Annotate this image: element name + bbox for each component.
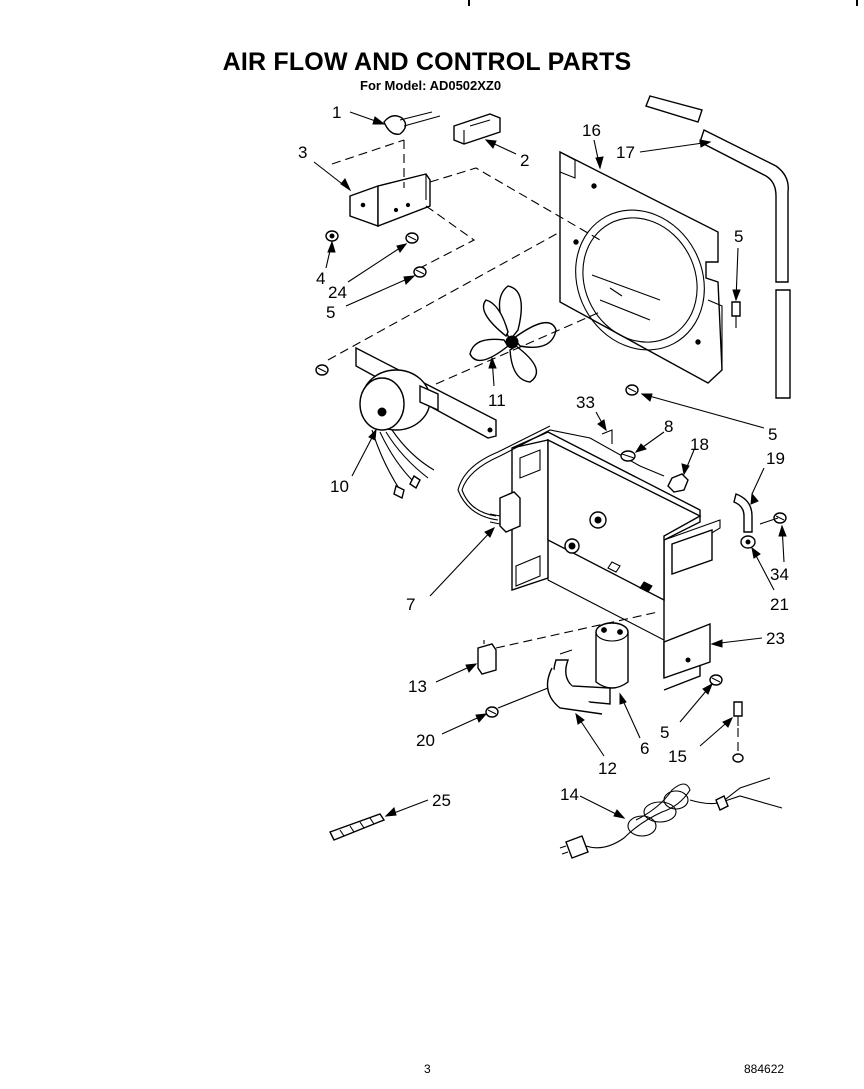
part-8-screw	[620, 450, 636, 462]
part-20-screw	[485, 706, 499, 718]
part-5-screw-a	[413, 266, 427, 278]
part-25-wire-tie	[329, 813, 386, 841]
dashed-guide-to-shroud	[429, 167, 601, 241]
callout-2: 2	[520, 151, 529, 170]
part-5-screw-motor	[315, 364, 329, 376]
part-24-screw	[405, 232, 419, 244]
part-5-screw-shroud	[625, 384, 639, 396]
part-12-capacitor-strap	[546, 649, 611, 715]
callout-16: 16	[582, 121, 601, 140]
part-4-screw	[325, 230, 339, 242]
dashed-guide-bracket-top	[331, 139, 405, 188]
callout-5-d: 5	[660, 723, 669, 742]
callout-24: 24	[328, 283, 347, 302]
part-16-shroud-panel	[559, 150, 723, 384]
callout-12: 12	[598, 759, 617, 778]
callout-25: 25	[432, 791, 451, 810]
callout-5-b: 5	[734, 227, 743, 246]
part-20-guide	[497, 687, 549, 709]
part-10-fan-motor	[355, 346, 497, 500]
callout-6: 6	[640, 739, 649, 758]
callout-arrowheads	[327, 116, 787, 819]
part-7-switch-harness	[457, 425, 665, 533]
callout-7: 7	[406, 595, 415, 614]
part-6-capacitor	[595, 622, 629, 689]
base-control-box	[511, 431, 721, 691]
part-33-clip	[601, 429, 613, 444]
part-2-terminal-block	[453, 113, 501, 145]
part-34-screw	[759, 512, 787, 525]
callout-5-c: 5	[768, 425, 777, 444]
part-1-thermistor	[383, 111, 441, 135]
callout-15: 15	[668, 747, 687, 766]
callout-11: 11	[488, 391, 506, 410]
callout-5-a: 5	[326, 303, 335, 322]
part-18-nut	[667, 473, 689, 493]
part-15-ground-screw	[732, 701, 744, 763]
callout-13: 13	[408, 677, 427, 696]
part-13-fuse	[477, 640, 497, 675]
callout-34: 34	[770, 565, 789, 584]
callout-8: 8	[664, 417, 673, 436]
top-edge-mark-left	[468, 0, 470, 6]
dashed-guide-bracket-right	[419, 205, 476, 269]
callout-23: 23	[766, 629, 785, 648]
dashed-guide-fan-shaft	[435, 311, 601, 385]
part-5-screw-side	[731, 301, 741, 328]
callout-17: 17	[616, 143, 635, 162]
callout-33: 33	[576, 393, 595, 412]
page-title: AIR FLOW AND CONTROL PARTS	[0, 48, 864, 77]
page-number: 3	[424, 1062, 431, 1076]
callout-4: 4	[316, 269, 325, 288]
top-edge-mark-right	[856, 0, 858, 6]
callout-labels: 1 2 3 4 24 5 16 17 5 5 11 10 33 8 18 19 …	[298, 103, 789, 810]
page-title-text: AIR FLOW AND CONTROL PARTS	[222, 48, 632, 76]
callout-10: 10	[330, 477, 349, 496]
part-19-tube	[733, 493, 753, 533]
dashed-guide-motor-mount	[327, 231, 561, 361]
callout-20: 20	[416, 731, 435, 750]
part-17-gasket-strips	[645, 95, 791, 399]
part-11-fan-blade	[469, 285, 557, 383]
model-subtitle: For Model: AD0502XZ0	[360, 78, 502, 93]
callout-19: 19	[766, 449, 785, 468]
callout-1: 1	[332, 103, 341, 122]
part-5-screw-pan	[709, 674, 723, 686]
callout-18: 18	[690, 435, 709, 454]
part-14-power-cord	[559, 777, 783, 859]
callout-21: 21	[770, 595, 789, 614]
part-3-control-bracket	[349, 173, 431, 228]
callout-14: 14	[560, 785, 579, 804]
document-code: 884622	[744, 1062, 785, 1076]
callout-3: 3	[298, 143, 307, 162]
part-21-washer	[740, 535, 756, 549]
